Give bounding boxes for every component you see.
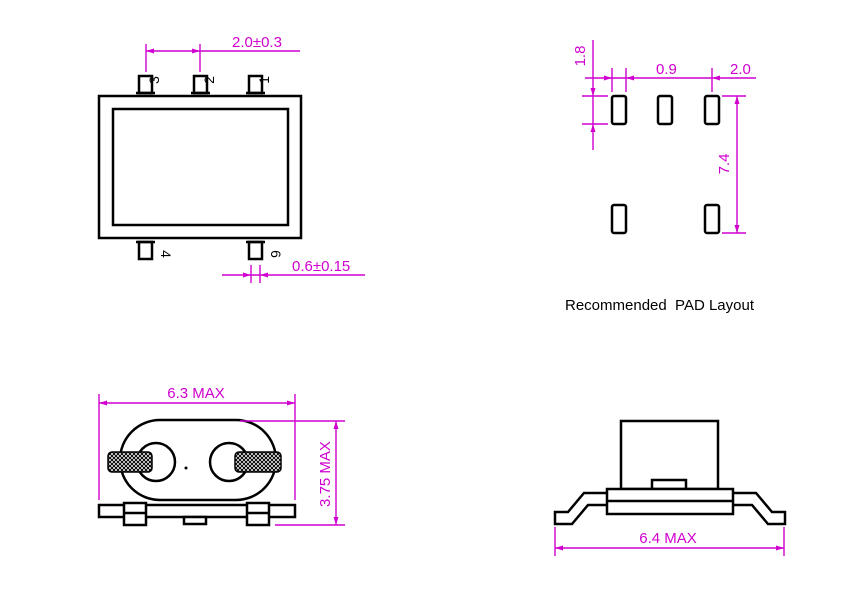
dimension-label-pad-pitch: 2.0 [730, 61, 751, 78]
dimension-label-side-width: 6.4 MAX [639, 530, 697, 547]
pad-2 [656, 94, 674, 126]
side-lead-left [553, 491, 607, 526]
dimension-label-pad-width: 0.9 [656, 61, 677, 78]
lead-4 [137, 240, 154, 261]
pad-1 [610, 94, 628, 126]
dimension-label-lead-width: 0.6±0.15 [292, 258, 350, 275]
package-body-outer [97, 94, 303, 240]
side-tab [650, 478, 688, 491]
dimension-lead-width: 0.6±0.15 [222, 258, 365, 283]
dimension-row-span: 7.4 [716, 95, 746, 234]
side-lead-right [733, 491, 787, 526]
front-center-tab [182, 515, 208, 526]
center-dot [184, 466, 188, 470]
pad-layout: 1.8 0.9 2.0 7.4 Recommended PAD Layout [565, 40, 756, 314]
dimension-pad-pitch: 2.0 [690, 61, 756, 92]
pin-label-6: 6 [268, 250, 284, 258]
front-view: 6.3 MAX 3.75 MAX [97, 385, 345, 527]
dimension-label-front-height: 3.75 MAX [317, 441, 334, 507]
pin-label-4: 4 [158, 250, 174, 258]
pin-label-1: 1 [256, 76, 272, 84]
dimension-pad-length: 1.8 [572, 40, 608, 150]
dimension-pad-width: 0.9 [585, 61, 690, 92]
pad-4 [610, 203, 628, 235]
dimension-label-pad-length: 1.8 [572, 46, 589, 67]
dimension-front-height: 3.75 MAX [240, 420, 345, 526]
pin-label-2: 2 [201, 76, 217, 84]
package-body-inner [111, 107, 290, 227]
knurl-left [107, 451, 153, 473]
knurl-right [234, 451, 282, 473]
dimension-label-front-width: 6.3 MAX [167, 385, 225, 402]
pad-layout-caption: Recommended PAD Layout [565, 297, 755, 314]
dimension-label-row-span: 7.4 [716, 154, 733, 175]
pad-5 [703, 203, 721, 235]
dimension-label-pitch: 2.0±0.3 [232, 34, 282, 51]
dimension-front-width: 6.3 MAX [98, 385, 296, 500]
side-view: 6.4 MAX [553, 419, 787, 556]
pin-label-3: 3 [146, 76, 162, 84]
lead-6 [247, 240, 264, 261]
top-view: 3 2 1 4 6 2.0±0.3 0.6±0.15 [97, 34, 365, 283]
pad-3 [703, 94, 721, 126]
dimension-pitch-top: 2.0±0.3 [145, 34, 300, 72]
dimension-side-width: 6.4 MAX [554, 527, 785, 556]
